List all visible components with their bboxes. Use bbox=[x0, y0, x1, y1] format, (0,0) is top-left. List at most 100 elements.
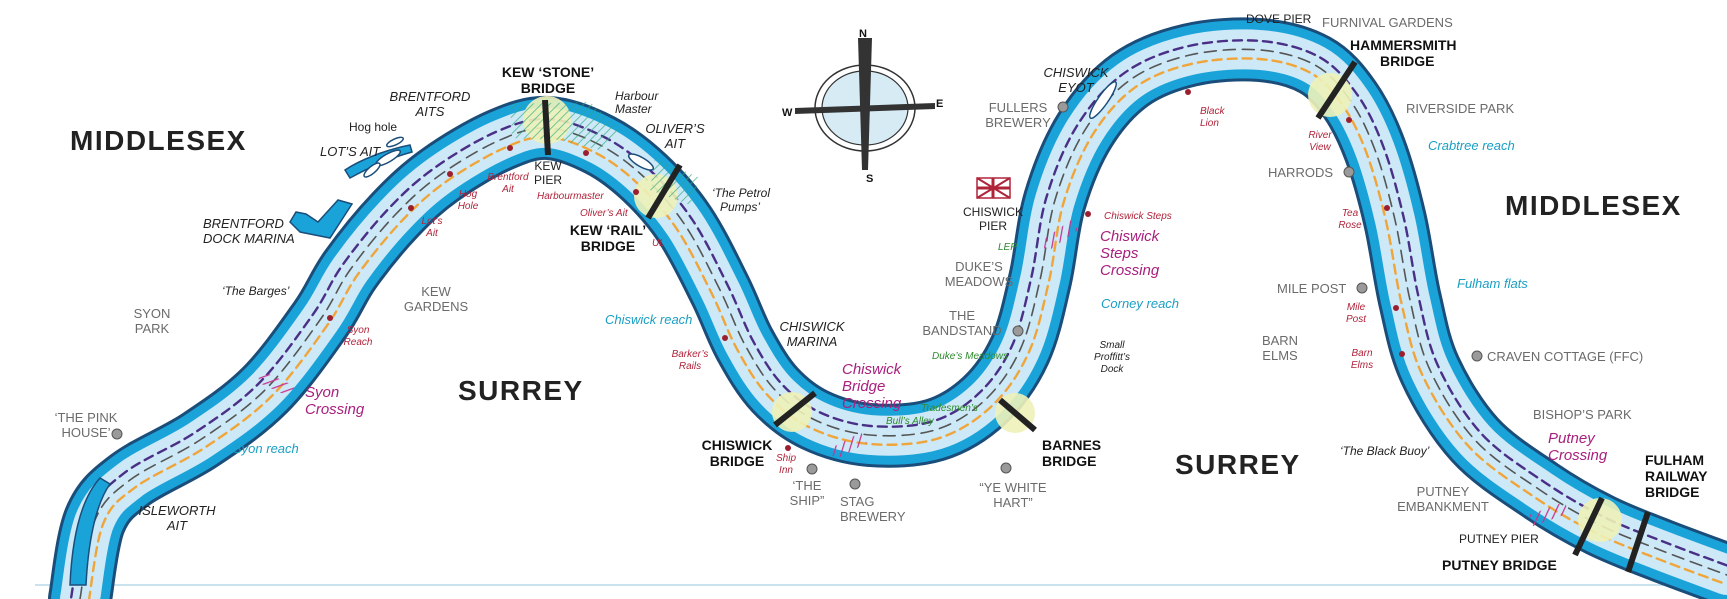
reach-labels: Syon reach Chiswick reach Corney reach C… bbox=[233, 138, 1528, 456]
aits bbox=[363, 81, 1118, 178]
region-surrey-west: SURREY bbox=[458, 375, 584, 406]
hz-barn-elms bbox=[1399, 351, 1405, 357]
hazard-dots bbox=[327, 89, 1405, 451]
dot-ye-white-hart bbox=[1000, 462, 1012, 474]
compass-rose: N S E W bbox=[782, 28, 943, 185]
label-lots-ait: LOT’S AIT bbox=[320, 144, 381, 159]
barnes-bridge-bar bbox=[998, 397, 1037, 433]
kew-rail-bridge-bar bbox=[645, 163, 683, 220]
place-dots bbox=[111, 101, 1483, 490]
compass-needle-ew bbox=[795, 103, 935, 114]
label-hog-hole: Hog hole bbox=[349, 120, 397, 134]
chiswick-steps-crossing-hatch bbox=[1039, 220, 1079, 252]
channel-edge-north bbox=[70, 39, 1727, 599]
olivers-ait bbox=[627, 153, 655, 171]
label-corney-reach: Corney reach bbox=[1101, 296, 1179, 311]
compass-w: W bbox=[782, 107, 793, 119]
label-hz-chiswick-steps: Chiswick Steps bbox=[1104, 211, 1172, 222]
label-tradesmens: Tradesmen’s bbox=[921, 403, 978, 414]
label-harrods: HARRODS bbox=[1268, 165, 1333, 180]
label-furnival-gardens: FURNIVAL GARDENS bbox=[1322, 15, 1453, 30]
hz-tea-rose bbox=[1384, 205, 1390, 211]
label-lep: LEP bbox=[998, 242, 1017, 253]
region-middlesex-east: MIDDLESEX bbox=[1505, 190, 1682, 221]
label-riverside-park: RIVERSIDE PARK bbox=[1406, 101, 1514, 116]
label-chiswick-reach: Chiswick reach bbox=[605, 312, 692, 327]
brentford-dock bbox=[289, 199, 354, 239]
rnli-flag-icon bbox=[976, 177, 1011, 199]
chiswick-bridge-crossing-hatch bbox=[829, 432, 867, 460]
kew-stone-bridge-bar bbox=[542, 99, 551, 156]
putney-crossing-hatch bbox=[1529, 501, 1569, 527]
label-hz-ul: UL bbox=[652, 238, 665, 249]
hz-barkers bbox=[722, 335, 728, 341]
dot-harrods bbox=[1343, 166, 1355, 178]
label-black-buoy: ‘The Black Buoy’ bbox=[1340, 444, 1430, 458]
compass-n: N bbox=[859, 28, 867, 40]
hz-brentford-ait bbox=[507, 145, 513, 151]
dot-mile-post bbox=[1356, 282, 1368, 294]
lots-ait bbox=[385, 136, 405, 148]
label-dove-pier: DOVE PIER bbox=[1246, 12, 1312, 26]
region-middlesex-west: MIDDLESEX bbox=[70, 125, 247, 156]
bridge-labels: KEW ‘STONE’BRIDGE KEW ‘RAIL’BRIDGE CHISW… bbox=[502, 37, 1708, 573]
dot-craven-cottage bbox=[1471, 350, 1483, 362]
region-surrey-east: SURREY bbox=[1175, 449, 1301, 480]
hz-hog-hole bbox=[447, 171, 453, 177]
label-hz-harbourmaster: Harbourmaster bbox=[537, 191, 604, 202]
brentford-ait-2 bbox=[363, 162, 381, 178]
hz-chiswick-steps bbox=[1085, 211, 1091, 217]
green-labels: LEP Duke’s Meadows Tradesmen’s Bull’s Al… bbox=[886, 242, 1017, 427]
dot-stag-brewery bbox=[849, 478, 861, 490]
label-the-barges: ‘The Barges’ bbox=[222, 284, 290, 298]
syon-crossing-hatch bbox=[257, 370, 295, 398]
putney-bridge-bar bbox=[1572, 496, 1605, 557]
dot-pink-house bbox=[111, 428, 123, 440]
label-craven-cottage: CRAVEN COTTAGE (FFC) bbox=[1487, 349, 1643, 364]
hz-river-view bbox=[1346, 117, 1352, 123]
label-putney-bridge: PUTNEY BRIDGE bbox=[1442, 557, 1557, 573]
hammersmith-bridge-bar bbox=[1315, 60, 1358, 120]
chiswick-eyot bbox=[1088, 81, 1118, 119]
label-bulls-alley: Bull’s Alley bbox=[886, 416, 935, 427]
isleworth-channel bbox=[69, 477, 112, 586]
kew-hatched-area bbox=[510, 102, 620, 150]
label-dukes-meadows-green: Duke’s Meadows bbox=[932, 351, 1008, 362]
hz-syon-reach bbox=[327, 315, 333, 321]
crossings-hatch bbox=[257, 220, 1569, 527]
